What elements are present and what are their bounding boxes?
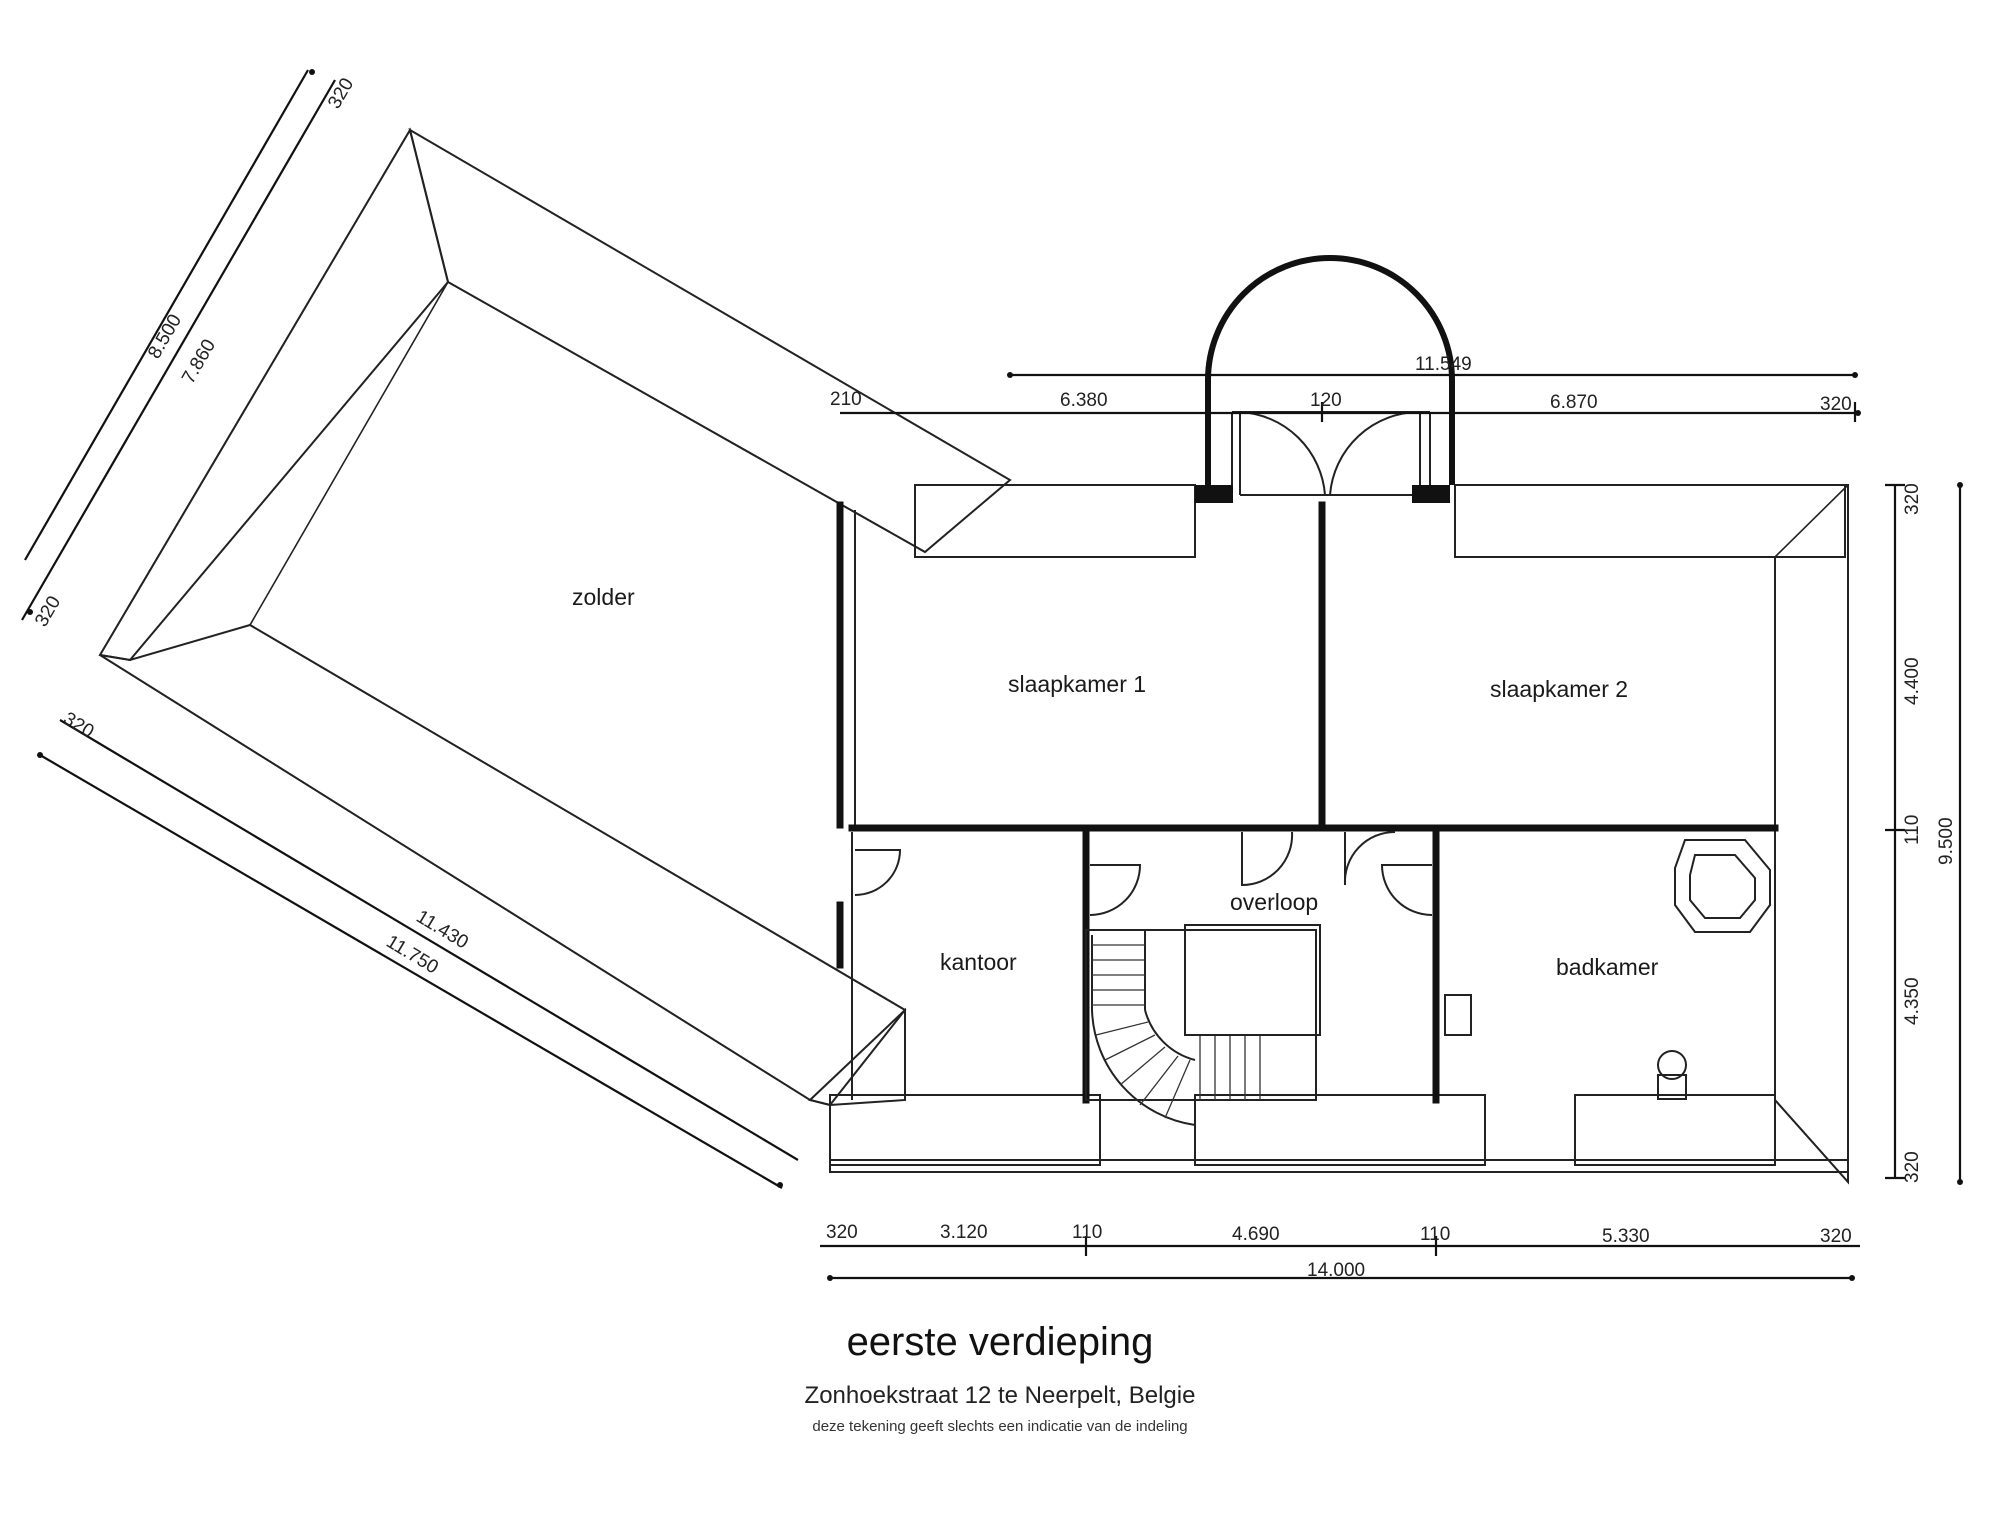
dim-14000: 14.000 xyxy=(1307,1260,1365,1281)
dimension-right: 320 4.400 110 4.350 320 9.500 xyxy=(1885,482,1963,1185)
dim-6380: 6.380 xyxy=(1060,390,1108,411)
bathroom-fixtures xyxy=(1444,839,1771,1100)
dim-diag-320-lower: 320 xyxy=(59,708,97,742)
dim-110-bottom-c: 110 xyxy=(1072,1222,1102,1243)
dimension-diagonal-upper-left: 320 8.500 7.860 320 xyxy=(21,69,358,631)
dim-320-top: 320 xyxy=(1820,394,1852,415)
dim-210: 210 xyxy=(830,389,862,410)
dim-11549: 11.549 xyxy=(1415,354,1472,375)
dim-9500: 9.500 xyxy=(1936,817,1957,865)
dim-320-bottom-a: 320 xyxy=(826,1222,858,1243)
room-label-kantoor: kantoor xyxy=(940,949,1017,975)
dimension-bottom: 320 3.120 110 4.690 110 5.330 320 14.000 xyxy=(820,1222,1860,1281)
room-label-zolder: zolder xyxy=(572,584,635,610)
dimension-top: 11.549 6.380 120 6.870 320 210 xyxy=(830,354,1861,422)
dim-4690: 4.690 xyxy=(1232,1224,1280,1245)
dim-7860: 7.860 xyxy=(178,336,220,388)
interior-walls xyxy=(836,501,1779,1104)
dim-320-bottom-g: 320 xyxy=(1820,1226,1852,1247)
zolder-roof xyxy=(98,127,1012,1107)
dim-diag-320-top: 320 xyxy=(324,75,358,113)
dim-8500: 8.500 xyxy=(144,311,186,363)
dim-6870: 6.870 xyxy=(1550,392,1598,413)
dim-4400: 4.400 xyxy=(1902,657,1923,705)
plan-address: Zonhoekstraat 12 te Neerpelt, Belgie xyxy=(804,1382,1196,1409)
dimension-diagonal-lower-left: 320 11.430 11.750 xyxy=(37,708,799,1189)
dim-110-right: 110 xyxy=(1902,815,1923,845)
room-label-slaapkamer-2: slaapkamer 2 xyxy=(1490,676,1628,702)
room-label-badkamer: badkamer xyxy=(1556,954,1659,980)
dim-diag-320-bottom: 320 xyxy=(31,593,65,631)
room-label-overloop: overloop xyxy=(1230,889,1318,915)
plan-disclaimer: deze tekening geeft slechts een indicati… xyxy=(812,1418,1188,1435)
dim-5330: 5.330 xyxy=(1602,1226,1650,1247)
dim-320-right-top: 320 xyxy=(1902,483,1923,515)
dim-11430: 11.430 xyxy=(412,906,471,953)
room-label-slaapkamer-1: slaapkamer 1 xyxy=(1008,671,1146,697)
bay-window xyxy=(1195,255,1455,503)
dim-3120: 3.120 xyxy=(940,1222,988,1243)
dim-110-bottom-e: 110 xyxy=(1420,1224,1450,1245)
dim-4350: 4.350 xyxy=(1902,977,1923,1025)
staircase xyxy=(1085,924,1321,1126)
doors xyxy=(854,830,1433,916)
dim-320-right-bottom: 320 xyxy=(1902,1151,1923,1183)
dim-120: 120 xyxy=(1310,390,1342,411)
plan-title: eerste verdieping xyxy=(846,1320,1154,1364)
main-roof xyxy=(829,484,1849,1185)
